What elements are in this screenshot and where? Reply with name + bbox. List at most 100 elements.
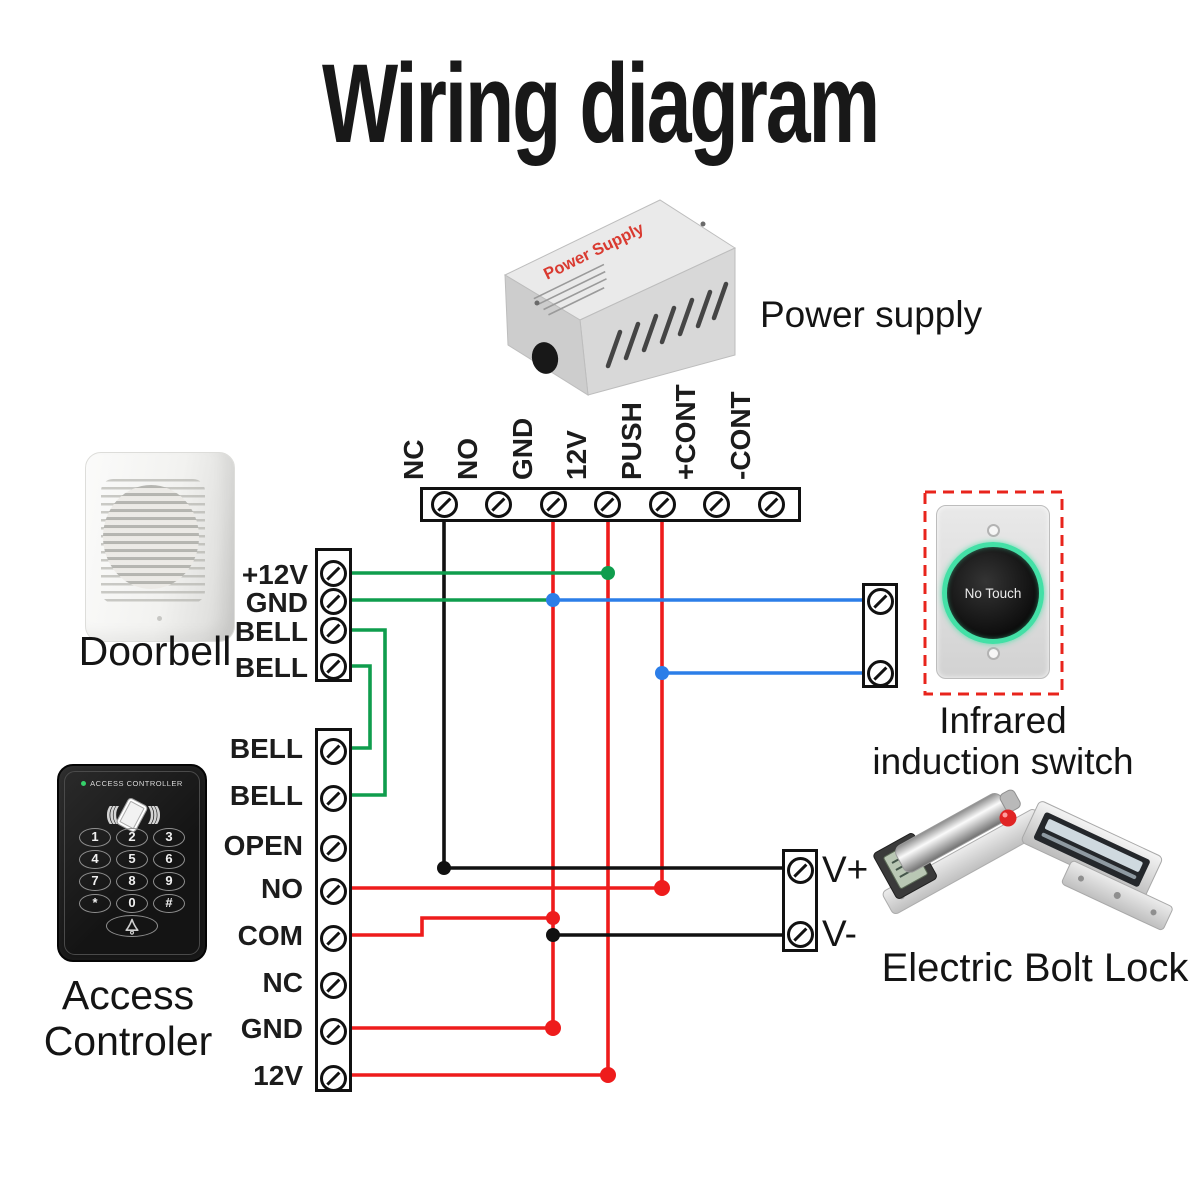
- screw-terminal-icon: [320, 878, 347, 905]
- screw-terminal-icon: [320, 785, 347, 812]
- access-terminal-label-com: COM: [237, 920, 303, 951]
- screw-hole-icon: [987, 524, 1000, 537]
- screw-slash: [873, 666, 888, 681]
- power-terminal-strip: [420, 487, 801, 522]
- keypad-key-0: 0: [116, 894, 148, 913]
- access-terminal-block: [315, 728, 352, 1092]
- no-touch-button: No Touch: [942, 542, 1044, 644]
- black-junction-dots: [437, 861, 560, 942]
- doorbell-grille: [101, 479, 205, 603]
- screw-terminal-icon: [594, 491, 621, 518]
- power-supply-screw-dot: [700, 221, 706, 227]
- screw-slash: [655, 497, 670, 512]
- screw-terminal-icon: [787, 921, 814, 948]
- keypad-key-1: 1: [79, 828, 111, 847]
- screw-slash: [326, 566, 341, 581]
- screw-slash: [326, 594, 341, 609]
- armature-hole: [1113, 891, 1121, 899]
- bolt-lock-tip: [999, 789, 1021, 813]
- junction-dot: [545, 1020, 561, 1036]
- screw-slash: [326, 659, 341, 674]
- screw-terminal-icon: [540, 491, 567, 518]
- infrared-dashed-box: [923, 490, 1064, 696]
- page-title: Wiring diagram: [322, 41, 880, 166]
- access-controller-device: ACCESS CONTROLLER ((( ))) 1 2 3 4 5 6 7 …: [57, 764, 207, 962]
- screw-terminal-icon: [320, 588, 347, 615]
- psu-terminal-label-gnd: GND: [507, 417, 538, 480]
- access-controller-header: ACCESS CONTROLLER: [59, 779, 205, 788]
- doorbell-device: [85, 452, 235, 642]
- keypad-key-4: 4: [79, 850, 111, 869]
- keypad-key-hash: #: [153, 894, 185, 913]
- psu-terminal-label-mcont: -CONT: [725, 391, 756, 480]
- screw-terminal-icon: [320, 1018, 347, 1045]
- screw-terminal-icon: [431, 491, 458, 518]
- screw-slash: [326, 1024, 341, 1039]
- access-terminal-label-12v: 12V: [253, 1060, 303, 1091]
- keypad-key-9: 9: [153, 872, 185, 891]
- doorbell-terminal-label-12v: +12V: [241, 559, 308, 590]
- access-terminal-label-bell2: BELL: [229, 780, 303, 811]
- electric-bolt-lock-device: [873, 789, 1173, 931]
- psu-terminal-label-12v: 12V: [561, 430, 592, 480]
- access-terminal-label-nc: NC: [262, 967, 303, 998]
- junction-dot: [546, 593, 560, 607]
- electric-bolt-lock-caption: Electric Bolt Lock: [881, 946, 1189, 990]
- screw-slash: [764, 497, 779, 512]
- black-wires: [442, 505, 800, 937]
- doorbell-terminal-label-bell1: BELL: [234, 616, 308, 647]
- power-supply-spec-lines: [533, 263, 607, 316]
- infrared-caption-line1: Infrared: [939, 700, 1067, 741]
- keypad-key-2: 2: [116, 828, 148, 847]
- power-supply-vents: [605, 281, 729, 369]
- keypad-key-6: 6: [153, 850, 185, 869]
- access-controller-caption-line1: Access: [61, 972, 195, 1018]
- screw-slash: [326, 841, 341, 856]
- screw-slash: [437, 497, 452, 512]
- screw-terminal-icon: [867, 588, 894, 615]
- access-terminal-label-open: OPEN: [223, 830, 303, 861]
- infrared-caption: Infrared induction switch: [853, 700, 1153, 782]
- screw-slash: [326, 791, 341, 806]
- bell-icon: [125, 918, 139, 935]
- access-terminal-label-no: NO: [261, 873, 303, 904]
- infrared-terminal-block: [862, 583, 898, 688]
- junction-dot: [546, 928, 560, 942]
- blue-junction-dots: [546, 593, 669, 680]
- access-controller-bezel: [64, 771, 200, 955]
- green-wires: [335, 571, 608, 797]
- doorbell-terminal-label-gnd: GND: [245, 587, 308, 618]
- keypad-key-8: 8: [116, 872, 148, 891]
- screw-terminal-icon: [320, 925, 347, 952]
- no-touch-button-label: No Touch: [964, 585, 1022, 601]
- green-junction-dots: [601, 566, 615, 580]
- screw-terminal-icon: [320, 972, 347, 999]
- power-supply-caption: Power supply: [760, 294, 983, 335]
- psu-terminal-label-pcont: +CONT: [670, 384, 701, 480]
- doorbell-terminal-label-bell2: BELL: [234, 652, 308, 683]
- junction-dot: [655, 666, 669, 680]
- rfid-reader-icon: ((( ))): [59, 794, 205, 836]
- maglock-strip: [1045, 819, 1143, 872]
- junction-dot: [546, 911, 560, 925]
- junction-dot: [437, 861, 451, 875]
- armature-hole: [1150, 909, 1157, 916]
- keypad-key-7: 7: [79, 872, 111, 891]
- wire-controller-com: [335, 916, 553, 937]
- access-controller-caption-line2: Controler: [43, 1018, 213, 1064]
- bolt-lock-red-button: [999, 809, 1017, 827]
- access-terminal-label-bell1: BELL: [229, 733, 303, 764]
- junction-dot: [601, 566, 615, 580]
- rfid-waves-right-icon: ))): [148, 804, 161, 825]
- screw-terminal-icon: [320, 835, 347, 862]
- keypad-key-star: *: [79, 894, 111, 913]
- screw-slash: [326, 623, 341, 638]
- wire-doorbell-bell-b: [335, 664, 372, 750]
- access-controller-caption: Access Controler: [28, 972, 228, 1064]
- power-supply-left-face: [504, 274, 589, 396]
- screw-slash: [326, 1071, 341, 1086]
- screw-slash: [709, 497, 724, 512]
- rfid-waves-left-icon: (((: [106, 804, 119, 825]
